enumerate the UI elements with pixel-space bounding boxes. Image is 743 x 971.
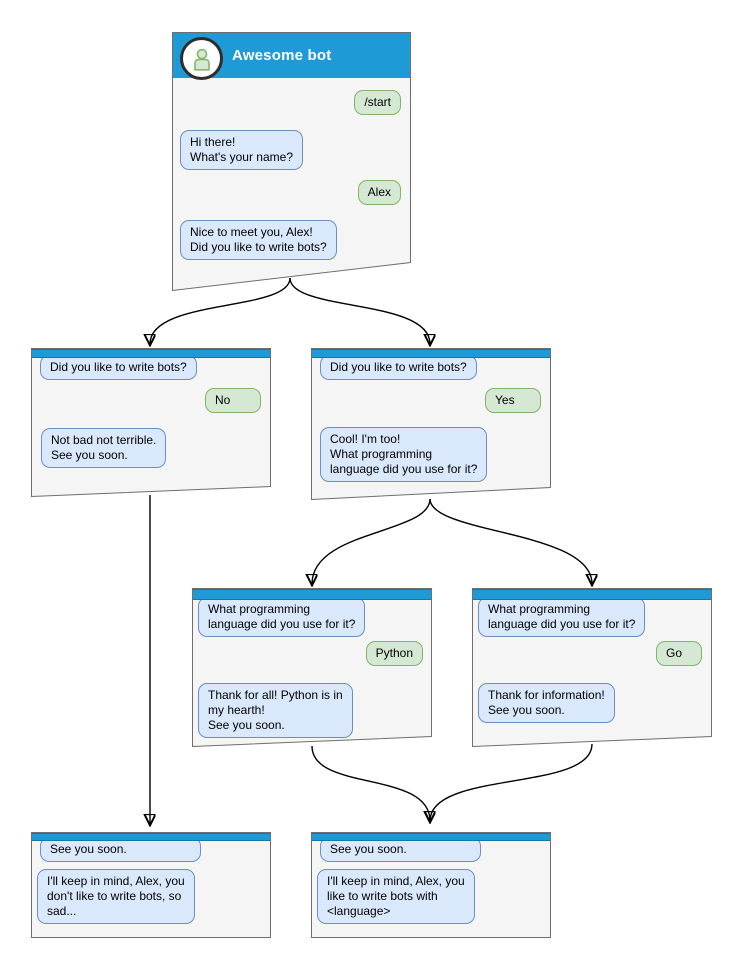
message-bubble-user: Python <box>365 641 423 666</box>
connector-python-to-end <box>311 745 430 821</box>
message-bubble-bot: Nice to meet you, Alex! Did you like to … <box>180 220 337 260</box>
window-titlebar <box>32 349 270 358</box>
bot-title: Awesome bot <box>232 47 332 64</box>
message-bubble-bot: Thank for information! See you soon. <box>478 683 615 723</box>
message-bubble-bot: Cool! I'm too! What programming language… <box>320 427 488 482</box>
message-bubble-bot: See you soon. <box>320 837 481 862</box>
connector-go-to-end <box>430 743 593 821</box>
window-titlebar: Awesome bot <box>173 33 410 80</box>
window-titlebar <box>193 589 431 600</box>
message-bubble-bot: I'll keep in mind, Alex, you don't like … <box>37 869 195 924</box>
window-titlebar <box>473 589 711 600</box>
chat-window-branch-yes: Did you like to write bots? Yes Cool! I'… <box>311 348 551 500</box>
connector-start-to-no <box>150 277 291 344</box>
message-bubble-bot: Not bad not terrible. See you soon. <box>41 428 167 468</box>
message-bubble-bot: Did you like to write bots? <box>40 355 197 380</box>
connector-yes-to-go <box>429 498 592 584</box>
message-bubble-bot: What programming language did you use fo… <box>198 597 366 637</box>
bot-avatar <box>180 37 223 80</box>
message-bubble-bot: Hi there! What's your name? <box>180 130 304 170</box>
message-bubble-user: No <box>205 388 261 413</box>
message-bubble-bot: I'll keep in mind, Alex, you like to wri… <box>317 869 475 924</box>
message-bubble-user: Alex <box>357 180 401 205</box>
message-bubble-user: Yes <box>485 388 541 413</box>
message-bubble-user: /start <box>354 90 401 115</box>
message-bubble-bot: Thank for all! Python is in my hearth! S… <box>198 683 353 738</box>
chat-window-branch-no: Did you like to write bots? No Not bad n… <box>31 348 271 497</box>
message-bubble-bot: What programming language did you use fo… <box>478 597 646 637</box>
message-bubble-bot: Did you like to write bots? <box>320 355 477 380</box>
chat-window-branch-python: What programming language did you use fo… <box>192 588 432 747</box>
window-titlebar <box>312 833 550 841</box>
chat-window-branch-go: What programming language did you use fo… <box>472 588 712 747</box>
connector-start-to-yes <box>289 277 430 344</box>
window-titlebar <box>312 349 550 358</box>
window-titlebar <box>32 833 270 841</box>
chat-window-main: Awesome bot /start Hi there! What's your… <box>172 32 411 291</box>
person-icon <box>193 48 210 71</box>
connector-yes-to-python <box>312 498 431 584</box>
message-bubble-user: Go <box>656 641 702 666</box>
chat-window-end-yes: See you soon. I'll keep in mind, Alex, y… <box>311 832 551 938</box>
chat-window-end-no: See you soon. I'll keep in mind, Alex, y… <box>31 832 271 938</box>
